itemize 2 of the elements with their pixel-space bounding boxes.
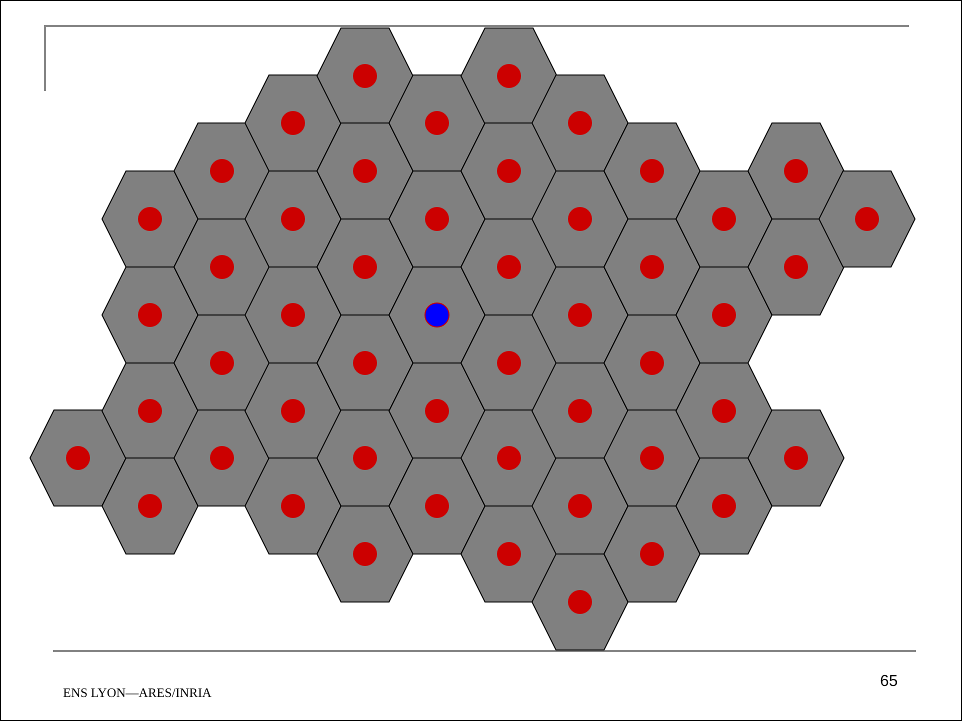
page-number: 65 [880,673,898,691]
footer-text: ENS LYON—ARES/INRIA [63,685,212,701]
